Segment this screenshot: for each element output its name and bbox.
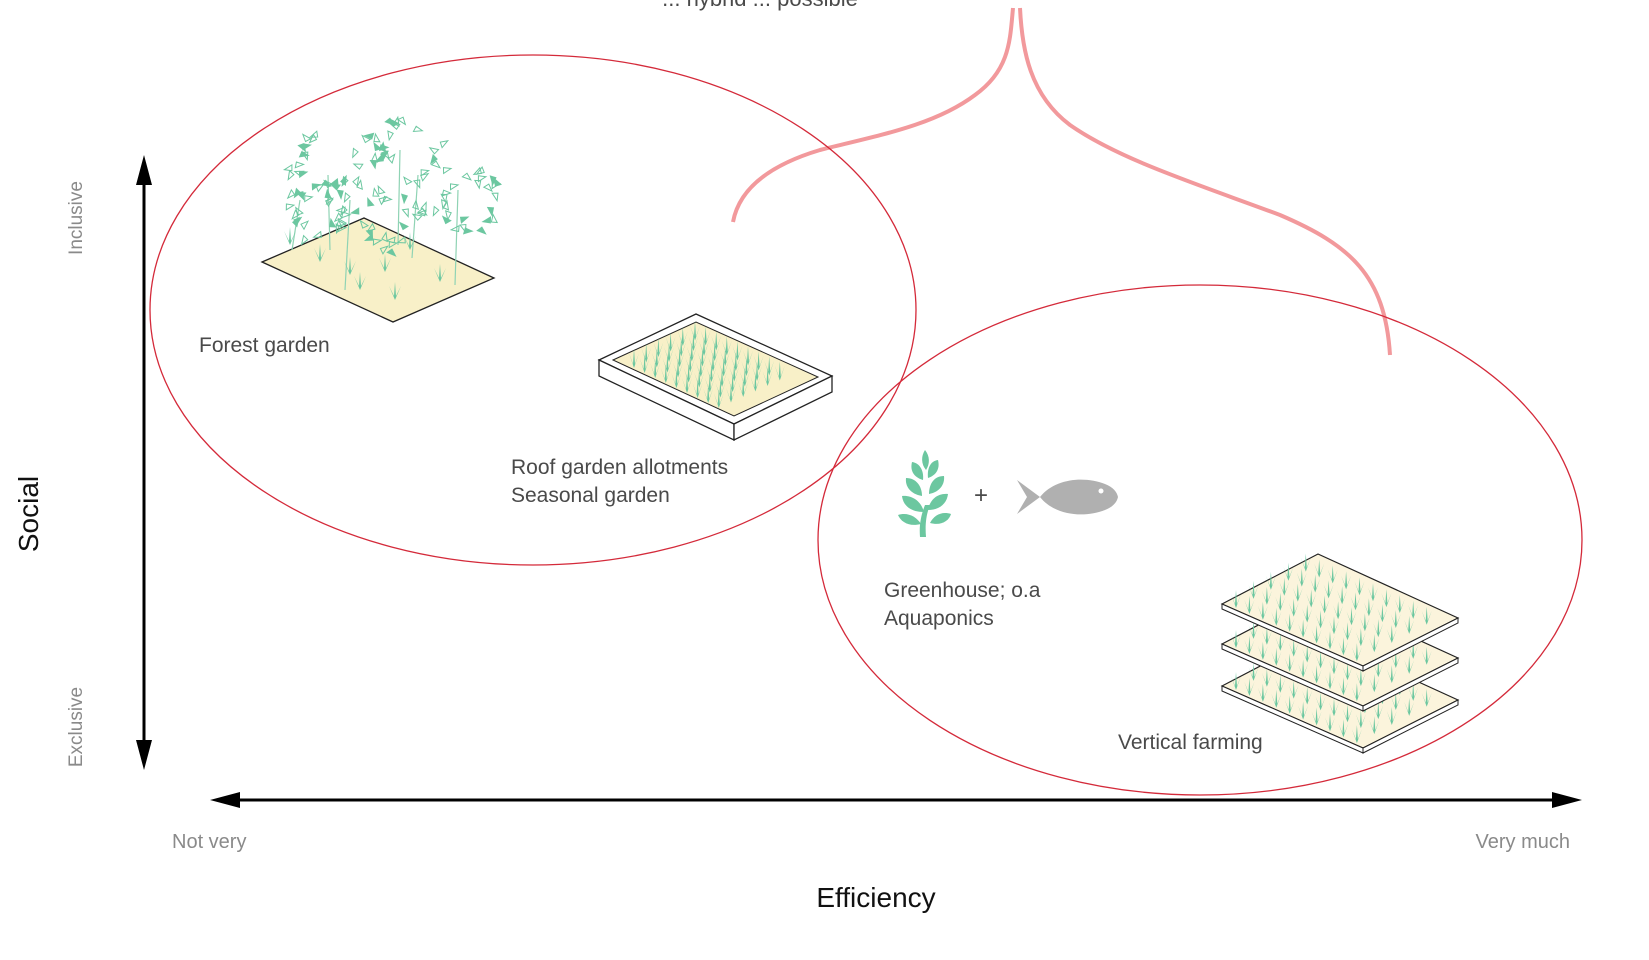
x-axis-left-label: Not very bbox=[172, 831, 246, 853]
right-group-ellipse bbox=[817, 284, 1583, 796]
raised-bed-icon bbox=[597, 313, 834, 442]
y-axis bbox=[136, 155, 152, 770]
left-group-ellipse bbox=[149, 54, 917, 566]
y-axis-top-label: Inclusive bbox=[66, 181, 87, 255]
roof-garden-label-line1: Roof garden allotments bbox=[511, 456, 728, 479]
roof-garden-label-line2: Seasonal garden bbox=[511, 484, 670, 507]
plant-icon bbox=[898, 450, 951, 537]
greenhouse-label-line2: Aquaponics bbox=[884, 607, 994, 630]
x-axis bbox=[210, 792, 1582, 808]
x-axis-right-label: Very much bbox=[1476, 831, 1570, 853]
plus-sign: + bbox=[974, 482, 988, 509]
vertical-farming-label: Vertical farming bbox=[1118, 731, 1263, 754]
header-text: ... hybrid ... possible bbox=[662, 0, 858, 11]
forest-garden-label: Forest garden bbox=[199, 334, 330, 357]
vertical-farm-icon bbox=[1220, 553, 1460, 754]
x-axis-title: Efficiency bbox=[816, 882, 935, 913]
y-axis-bottom-label: Exclusive bbox=[66, 687, 87, 767]
fish-icon bbox=[1017, 479, 1118, 515]
y-axis-title: Social bbox=[13, 476, 44, 552]
forest-garden-icon bbox=[260, 115, 502, 323]
greenhouse-label-line1: Greenhouse; o.a bbox=[884, 579, 1041, 602]
grouping-brace bbox=[731, 7, 1392, 356]
